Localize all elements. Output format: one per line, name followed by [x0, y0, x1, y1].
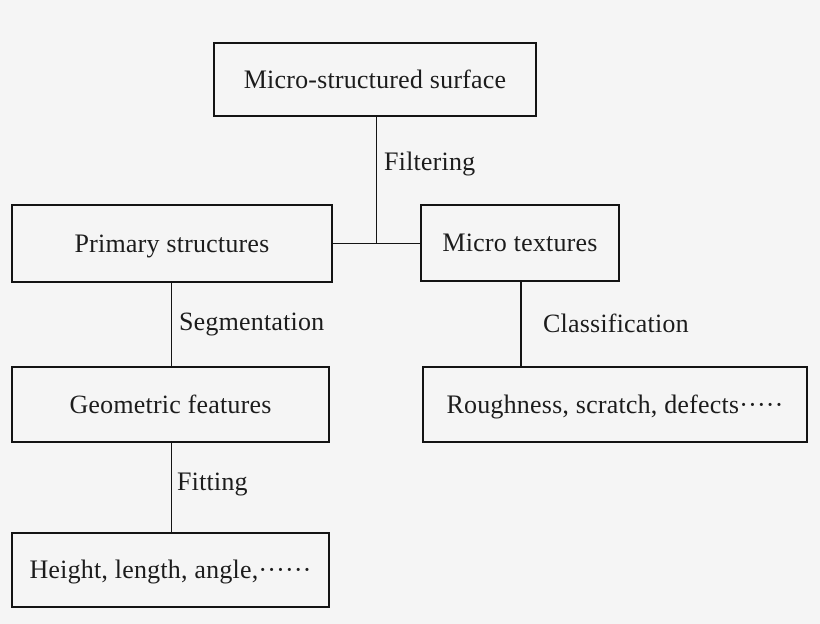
node-roughness-scratch-defects: Roughness, scratch, defects·····	[422, 366, 808, 443]
edge-label-fitting: Fitting	[177, 467, 248, 496]
node-height-length-angle: Height, length, angle,······	[11, 532, 330, 608]
node-label-micro-textures: Micro textures	[442, 228, 598, 258]
edge-line-filtering	[375, 117, 377, 243]
node-label-primary-structures: Primary structures	[74, 228, 270, 258]
edge-line-classification	[520, 282, 522, 366]
edge-line-split-connector	[333, 242, 420, 244]
node-micro-textures: Micro textures	[420, 204, 620, 282]
edge-label-filtering: Filtering	[384, 147, 476, 176]
node-label-roughness-scratch-defects: Roughness, scratch, defects·····	[446, 389, 784, 419]
edge-line-segmentation	[170, 283, 172, 366]
node-label-geometric-features: Geometric features	[69, 389, 272, 419]
edge-line-fitting	[170, 443, 172, 532]
node-geometric-features: Geometric features	[11, 366, 330, 443]
node-primary-structures: Primary structures	[11, 204, 333, 283]
node-label-micro-structured-surface: Micro-structured surface	[243, 64, 507, 94]
edge-label-classification: Classification	[543, 309, 689, 338]
edge-label-segmentation: Segmentation	[179, 307, 325, 336]
node-label-height-length-angle: Height, length, angle,······	[29, 555, 312, 585]
node-micro-structured-surface: Micro-structured surface	[213, 42, 537, 117]
